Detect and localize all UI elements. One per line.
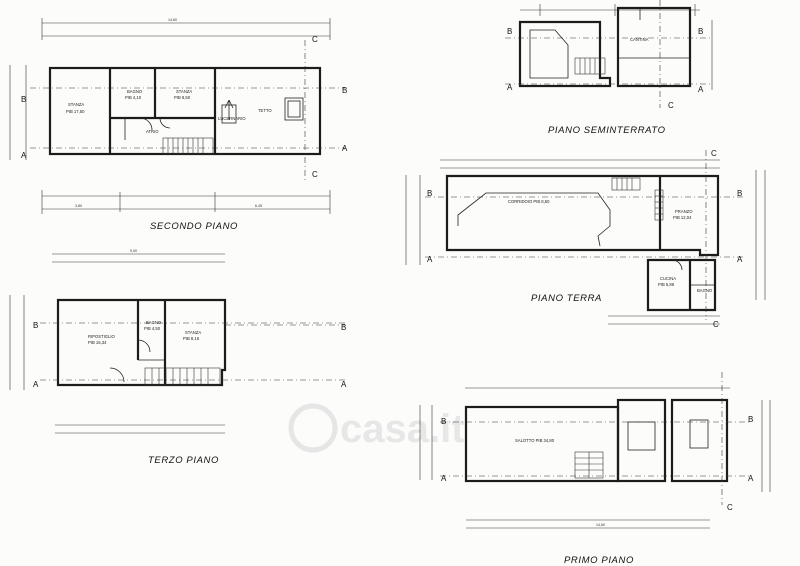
room-terra-bagno: BAGNO [697, 288, 713, 293]
axis-label-b: B [441, 417, 446, 426]
plan-title-terzo: TERZO PIANO [148, 455, 219, 466]
axis-label-a: A [441, 474, 447, 483]
axis-label-a: A [33, 380, 39, 389]
room-terra-pranzo: PRANZO [675, 209, 693, 214]
axis-label-a: A [341, 380, 347, 389]
axis-label-b: B [341, 323, 346, 332]
axis-label-a: A [342, 144, 348, 153]
axis-label-c: C [668, 101, 674, 110]
plan-title-seminterrato: PIANO SEMINTERRATO [548, 125, 666, 136]
axis-label-c: C [312, 170, 318, 179]
plan-secondo-piano: 14,60 3,80 6,45 [9, 18, 348, 232]
dim-primo-bottom: 14,60 [596, 523, 605, 527]
room-terzo-bagno-area: PIB 4,50 [144, 326, 161, 331]
axis-label-a: A [748, 474, 754, 483]
room-secondo-lucernario: LUCERNARIO [218, 116, 246, 121]
axis-label-b: B [33, 321, 38, 330]
plan-title-terra: PIANO TERRA [531, 293, 602, 304]
room-secondo-stanza1: STANZA [68, 102, 84, 107]
axis-label-a: A [507, 83, 513, 92]
room-terzo-bagno: BAGNO [146, 320, 162, 325]
room-secondo-bagno-area: PIB 4,10 [125, 95, 142, 100]
room-terra-corridoio: CORRIDOIO PIB 8,50 [508, 199, 550, 204]
room-secondo-bagno: BAGNO [127, 89, 143, 94]
room-secondo-stanza1-area: PIB 17,50 [66, 109, 85, 114]
axis-label-b: B [698, 27, 703, 36]
axis-label-b: B [342, 86, 347, 95]
watermark: casa.it [288, 403, 465, 453]
room-primo-salotto: SALOTTO PIB 34,80 [515, 438, 555, 443]
dim-terzo-top: 9,00 [130, 249, 137, 253]
axis-label-c: C [713, 320, 719, 329]
plan-piano-seminterrato: CANTINA B A B A C PIANO SEMINTERRATO [505, 0, 713, 136]
plan-title-secondo: SECONDO PIANO [150, 221, 238, 232]
axis-label-b: B [748, 415, 753, 424]
room-terzo-stanza-area: PIB 8,16 [183, 336, 200, 341]
room-terzo-ripostiglio: RIPOSTIGLIO [88, 334, 116, 339]
room-terzo-stanza: STANZA [185, 330, 201, 335]
axis-label-b: B [21, 95, 26, 104]
room-terra-cucina: CUCINA [660, 276, 676, 281]
axis-label-a: A [21, 151, 27, 160]
axis-label-a: A [698, 85, 704, 94]
axis-label-b: B [507, 27, 512, 36]
axis-label-c: C [711, 149, 717, 158]
axis-label-a: A [737, 255, 743, 264]
axis-label-a: A [427, 255, 433, 264]
room-secondo-tetto: TETTO [258, 108, 272, 113]
room-terra-cucina-area: PIB 5,86 [658, 282, 675, 287]
room-secondo-atrio: ATRIO [146, 129, 159, 134]
plan-title-primo: PRIMO PIANO [564, 555, 634, 566]
room-secondo-stanza2: STANZA [176, 89, 192, 94]
dim-secondo-top: 14,60 [168, 18, 177, 22]
room-secondo-stanza2-area: PIB 8,50 [174, 95, 191, 100]
dim-secondo-bottom-right: 6,45 [255, 204, 262, 208]
plan-terzo-piano: 9,00 RIPOSTIGLIO PIB 15,34 BAGNO PIB 4,5… [9, 249, 347, 466]
dim-secondo-bottom-left: 3,80 [75, 204, 82, 208]
plan-piano-terra: CORRIDOIO PIB 8,50 PRANZO PIB 12,04 CUCI… [405, 149, 766, 329]
room-terzo-ripostiglio-area: PIB 15,34 [88, 340, 107, 345]
axis-label-c: C [312, 35, 318, 44]
axis-label-c: C [727, 503, 733, 512]
room-terra-pranzo-area: PIB 12,04 [673, 215, 692, 220]
room-seminterrato-cantina: CANTINA [630, 37, 649, 42]
plan-primo-piano: 14,60 SALOTTO PIB 34,80 B A B A C PRIMO … [419, 372, 771, 566]
axis-label-b: B [737, 189, 742, 198]
watermark-text: casa.it [340, 407, 465, 451]
axis-label-b: B [427, 189, 432, 198]
